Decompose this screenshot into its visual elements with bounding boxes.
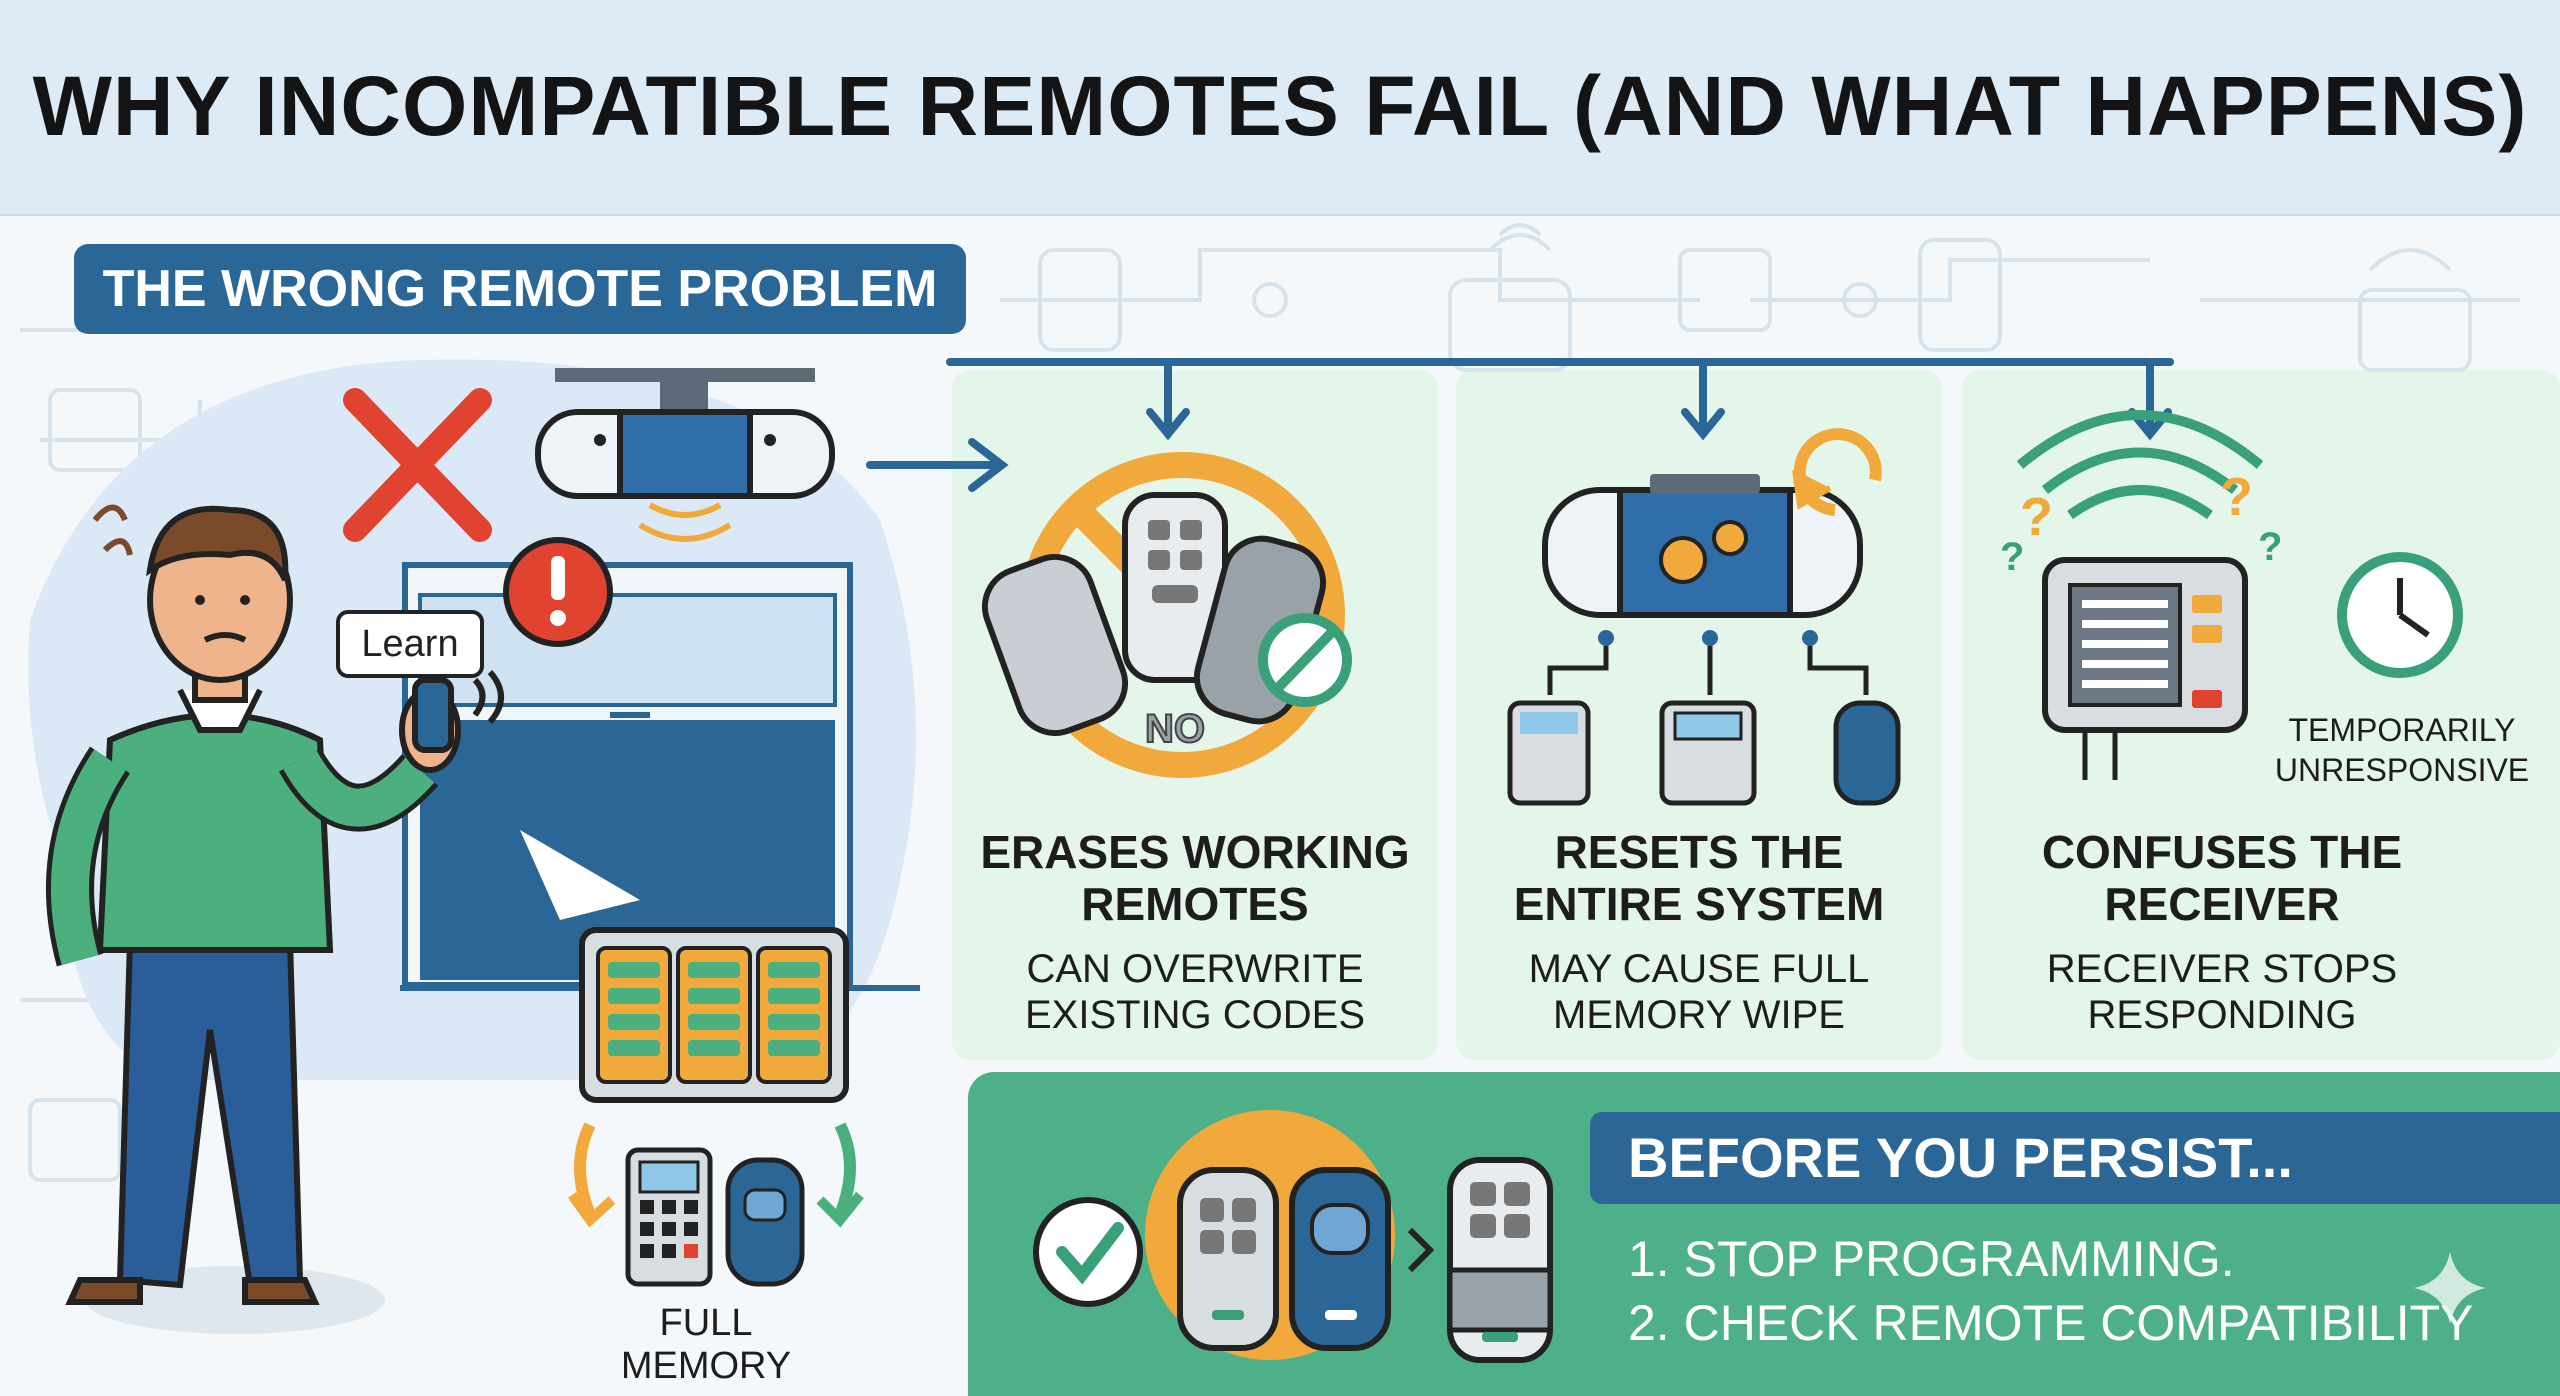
panel-2-title-line1: RESETS THE <box>1554 826 1844 878</box>
chevron-right-icon <box>1407 1227 1435 1273</box>
panel-3-desc-line1: RECEIVER STOPS <box>2046 947 2398 991</box>
problem-badge: THE WRONG REMOTE PROBLEM <box>74 244 966 334</box>
step-2: 2. CHECK REMOTE COMPATIBILITY <box>1628 1295 2474 1351</box>
panel-1-desc-line1: CAN OVERWRITE <box>1026 947 1364 991</box>
page-title: WHY INCOMPATIBLE REMOTES FAIL (AND WHAT … <box>32 59 2528 153</box>
alert-icon <box>503 537 613 647</box>
panel-1-text: ERASES WORKING REMOTES CAN OVERWRITE EXI… <box>952 826 1438 1038</box>
panel-1-desc-line2: EXISTING CODES <box>1024 993 1366 1037</box>
flow-arrow <box>866 358 2174 492</box>
remote-grey-icon <box>1177 1167 1279 1351</box>
panel-3-title-line2: RECEIVER <box>2104 878 2340 930</box>
note-line2: UNRESPONSIVE <box>2274 752 2530 788</box>
learn-button-label: Learn <box>336 610 484 678</box>
note-line1: TEMPORARILY <box>2288 712 2516 748</box>
panel-1-title-line1: ERASES WORKING <box>980 826 1410 878</box>
panel-2-desc-line2: MEMORY WIPE <box>1553 993 1845 1037</box>
svg-text:?: ? <box>2000 535 2024 579</box>
panel-3-title-line1: CONFUSES THE <box>2041 826 2403 878</box>
bubble-tail <box>520 830 640 920</box>
error-x-icon <box>343 388 492 542</box>
confused-receiver-icon <box>2016 410 2463 780</box>
no-label: NO <box>1145 707 1205 751</box>
background-illustration: NO ? <box>20 223 2520 1334</box>
panel-2-desc-line1: MAY CAUSE FULL <box>1528 947 1870 991</box>
remote-target-icon <box>1447 1157 1553 1363</box>
svg-text:?: ? <box>2258 525 2282 569</box>
garage-opener <box>535 368 835 542</box>
panel-1-title-line2: REMOTES <box>1081 878 1309 930</box>
panel-2-title-line2: ENTIRE SYSTEM <box>1513 878 1885 930</box>
remote-blue-icon <box>1289 1167 1391 1351</box>
panel-3-text: CONFUSES THE RECEIVER RECEIVER STOPS RES… <box>1962 826 2482 1038</box>
erase-remotes-icon <box>981 452 1352 778</box>
title-bar <box>0 0 2560 216</box>
svg-text:?: ? <box>2020 487 2053 547</box>
circuit-pattern <box>20 223 2520 1182</box>
step-1: 1. STOP PROGRAMMING. <box>1628 1231 2235 1287</box>
panel-3-desc-line2: RESPONDING <box>2087 993 2357 1037</box>
check-icon <box>1033 1197 1143 1307</box>
system-reset-icon <box>1507 428 1901 806</box>
persist-banner: BEFORE YOU PERSIST... <box>1590 1112 2560 1204</box>
full-memory-label: FULL MEMORY <box>620 1302 792 1387</box>
compatibility-illustration <box>1033 1110 1553 1363</box>
question-marks: ? ? ? ? <box>2000 467 2282 579</box>
svg-text:?: ? <box>2220 467 2253 527</box>
memory-module <box>567 927 864 1287</box>
temporarily-unresponsive-note: TEMPORARILY UNRESPONSIVE <box>2262 710 2542 790</box>
confused-person <box>46 504 504 1334</box>
sparkle-icon <box>2414 1252 2486 1324</box>
panel-2-text: RESETS THE ENTIRE SYSTEM MAY CAUSE FULL … <box>1456 826 1942 1038</box>
